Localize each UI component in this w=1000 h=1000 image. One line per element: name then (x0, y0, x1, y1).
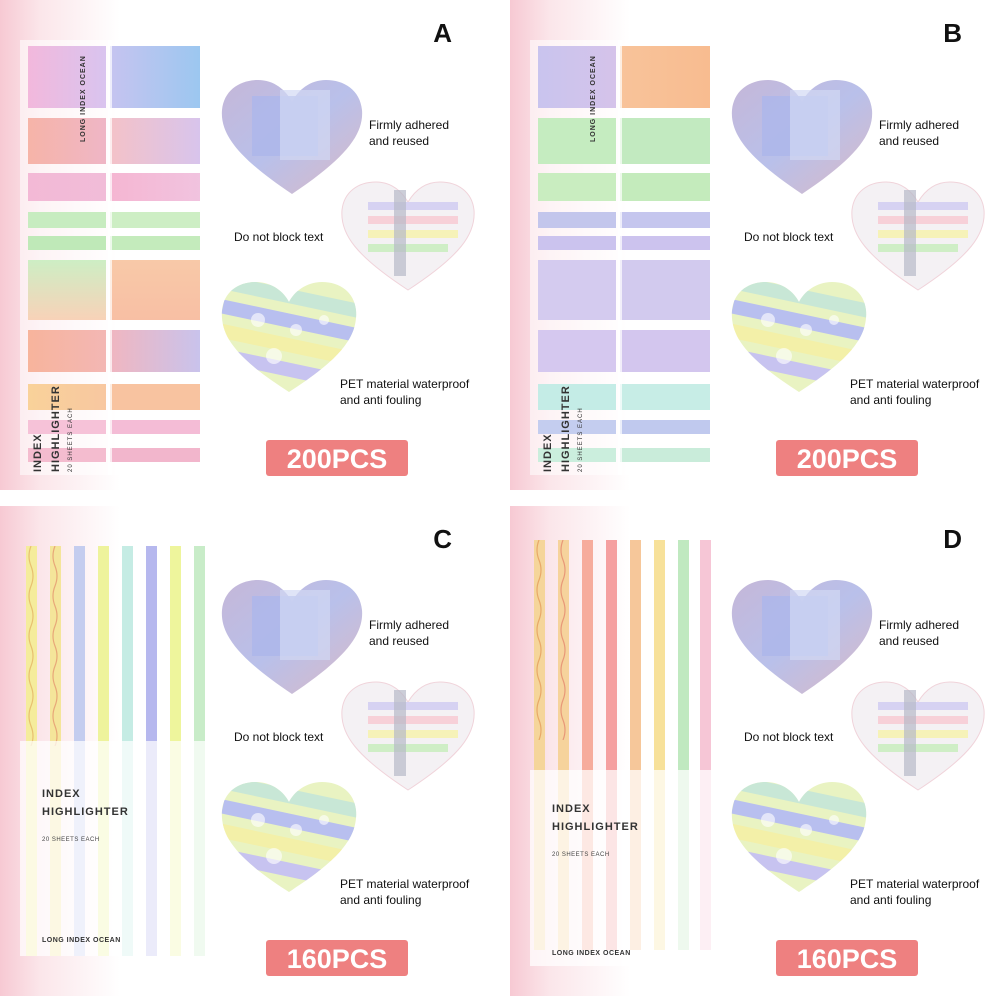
tab-row (530, 212, 715, 228)
pack-title-line1: INDEX (542, 433, 554, 472)
tab-row (20, 118, 205, 164)
product-panel-d: D INDEX HIGHLIGHTER 20 SHEETS EACH LONG … (510, 506, 1000, 996)
tab-row (530, 330, 715, 372)
panel-letter: C (433, 524, 452, 554)
pack-title-line2: HIGHLIGHTER (50, 385, 62, 472)
heart-photo-text (851, 681, 985, 791)
feature-adhered: Firmly adhered and reused (879, 618, 960, 648)
tab-row (20, 330, 205, 372)
heart-photo-adhered (731, 580, 873, 694)
tab-row (20, 420, 205, 434)
heart-photo-waterproof (221, 282, 357, 392)
pack-brand-label: LONG INDEX OCEAN (552, 950, 631, 957)
tab-row (20, 212, 205, 228)
feature-adhered: Firmly adhered and reused (879, 118, 960, 148)
pack-sheets-label: 20 SHEETS EACH (42, 837, 100, 843)
tab-row (20, 173, 205, 201)
pack-sheets-label: 20 SHEETS EACH (552, 852, 610, 858)
tab-row (530, 260, 715, 320)
pack-brand-label: LONG INDEX OCEAN (42, 937, 121, 944)
pack-title: INDEX HIGHLIGHTER (552, 803, 639, 833)
heart-photo-adhered (221, 80, 363, 194)
tab-row (20, 384, 205, 410)
piece-count-badge: 160PCS (266, 940, 408, 976)
pack-sleeve: INDEX HIGHLIGHTER 20 SHEETS EACH LONG IN… (530, 770, 720, 966)
product-panel-c: C INDEX HIGHLIGHTER 20 SHEETS EACH LONG … (0, 506, 490, 996)
pack-title-line1: INDEX (32, 433, 44, 472)
piece-count-badge: 160PCS (776, 940, 918, 976)
panel-letter: A (433, 18, 452, 48)
tab-row (530, 118, 715, 164)
tab-row (20, 236, 205, 250)
heart-photo-waterproof (731, 782, 867, 892)
wave-edge-icon (28, 546, 58, 746)
pack-brand-label: LONG INDEX OCEAN (80, 55, 87, 142)
sticky-tab-pack: LONG INDEX OCEAN INDEX HIGHLIGHTER 20 SH… (20, 40, 205, 475)
tab-row (530, 236, 715, 250)
wave-edge-icon (536, 540, 566, 740)
tab-row (20, 46, 205, 108)
heart-photo-adhered (731, 80, 873, 194)
pack-title: INDEX HIGHLIGHTER (42, 788, 129, 818)
tab-row (530, 46, 715, 108)
pack-sheets-label: 20 SHEETS EACH (68, 407, 74, 472)
feature-adhered: Firmly adhered and reused (369, 618, 450, 648)
feature-waterproof: PET material waterproof and anti fouling (850, 377, 980, 407)
heart-photo-waterproof (731, 282, 867, 392)
heart-photo-adhered (221, 580, 363, 694)
heart-photo-waterproof (221, 782, 357, 892)
piece-count-badge: 200PCS (266, 440, 408, 476)
feature-waterproof: PET material waterproof and anti fouling (340, 377, 470, 407)
pack-brand-label: LONG INDEX OCEAN (590, 55, 597, 142)
tab-row (20, 260, 205, 320)
product-panel-b: B (510, 0, 1000, 490)
pack-sheets-label: 20 SHEETS EACH (578, 407, 584, 472)
sticky-tab-pack: LONG INDEX OCEAN INDEX HIGHLIGHTER 20 SH… (530, 40, 715, 475)
panel-letter: B (943, 18, 962, 48)
feature-no-block: Do not block text (234, 730, 324, 744)
feature-waterproof: PET material waterproof and anti fouling (340, 877, 470, 907)
feature-no-block: Do not block text (744, 730, 834, 744)
pack-sleeve: INDEX HIGHLIGHTER 20 SHEETS EACH LONG IN… (20, 741, 220, 956)
heart-photo-text (341, 181, 475, 291)
pack-title-line2: HIGHLIGHTER (560, 385, 572, 472)
product-panel-a: A (0, 0, 490, 490)
tab-row (20, 448, 205, 462)
tab-row (530, 384, 715, 410)
tab-row (530, 173, 715, 201)
strip-pack: INDEX HIGHLIGHTER 20 SHEETS EACH LONG IN… (20, 546, 220, 966)
tab-row (530, 420, 715, 434)
feature-adhered: Firmly adhered and reused (369, 118, 450, 148)
feature-no-block: Do not block text (234, 230, 324, 244)
tab-row (530, 448, 715, 462)
heart-photo-text (851, 181, 985, 291)
piece-count-badge: 200PCS (776, 440, 918, 476)
feature-no-block: Do not block text (744, 230, 834, 244)
feature-waterproof: PET material waterproof and anti fouling (850, 877, 980, 907)
strip-pack: INDEX HIGHLIGHTER 20 SHEETS EACH LONG IN… (530, 540, 720, 966)
heart-photo-text (341, 681, 475, 791)
panel-letter: D (943, 524, 962, 554)
